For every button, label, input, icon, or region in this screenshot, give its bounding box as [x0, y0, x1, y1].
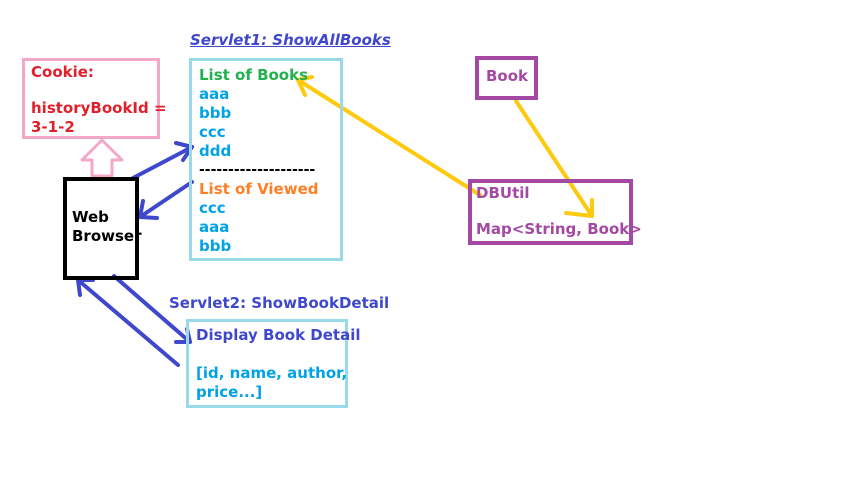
cookie-history-label: historyBookId = — [31, 99, 167, 117]
cookie-title: Cookie: — [31, 63, 94, 81]
book-item: ccc — [199, 123, 226, 141]
book-item: ddd — [199, 142, 232, 160]
web-browser-box: Web Browser — [63, 177, 142, 280]
book-box: Book — [475, 56, 538, 100]
dbutil-to-books-arrow — [296, 75, 482, 197]
browser-label-line1: Web — [72, 208, 109, 226]
detail-fields-line2: price...] — [196, 383, 263, 401]
browser-servlet1-arrows — [131, 141, 194, 220]
browser-servlet2-arrows — [76, 274, 192, 367]
book-label: Book — [486, 67, 529, 85]
display-book-detail-title: Display Book Detail — [196, 326, 361, 344]
browser-to-cookie-arrow — [80, 138, 124, 178]
servlet1-box: List of Books aaa bbb ccc ddd ----------… — [189, 58, 343, 261]
servlet2-title: Servlet2: ShowBookDetail — [169, 294, 390, 312]
servlet2-box: Display Book Detail [id, name, author, p… — [186, 319, 361, 408]
list-of-books-header: List of Books — [199, 66, 309, 84]
dbutil-map-type: Map<String, Book> — [476, 220, 642, 238]
detail-fields-line1: [id, name, author, — [196, 364, 348, 382]
book-to-dbutil-arrow — [514, 99, 594, 218]
browser-label-line2: Browser — [72, 227, 142, 245]
cookie-history-value: 3-1-2 — [31, 118, 75, 136]
book-item: bbb — [199, 104, 232, 122]
dbutil-title: DBUtil — [476, 184, 530, 202]
servlet1-title: Servlet1: ShowAllBooks — [190, 31, 391, 49]
viewed-item: ccc — [199, 199, 226, 217]
cookie-box: Cookie: historyBookId = 3-1-2 — [22, 58, 167, 139]
viewed-item: aaa — [199, 218, 230, 236]
viewed-item: bbb — [199, 237, 232, 255]
separator-line: -------------------- — [199, 162, 316, 178]
book-item: aaa — [199, 85, 230, 103]
dbutil-box: DBUtil Map<String, Book> — [468, 179, 642, 245]
list-of-viewed-header: List of Viewed — [199, 180, 319, 198]
